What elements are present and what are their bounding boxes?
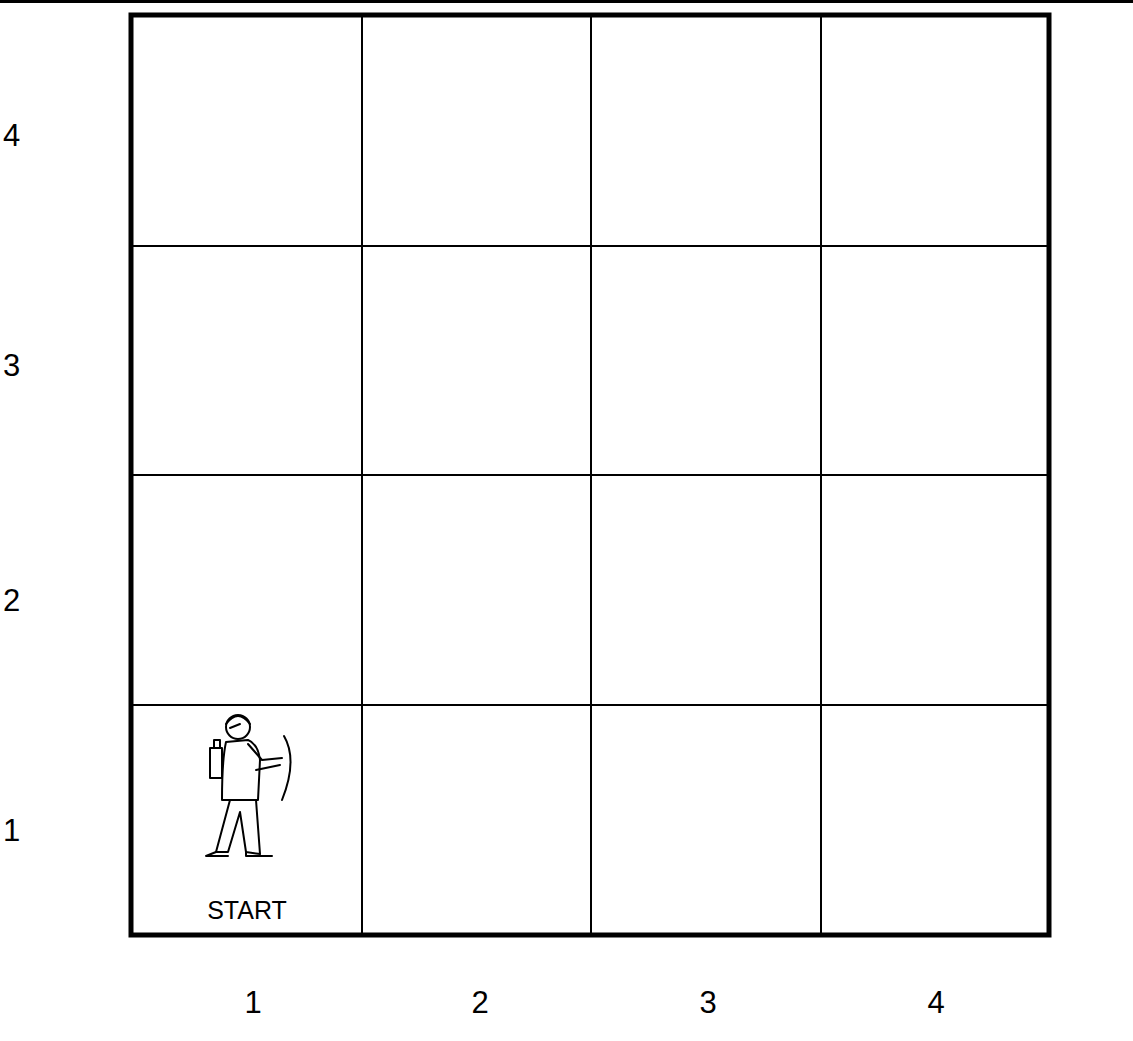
- column-number: 1: [244, 987, 261, 1018]
- top-edge-bar: [0, 0, 1133, 3]
- grid-border: [131, 15, 1049, 935]
- row-number: 2: [3, 585, 20, 616]
- start-label: START: [133, 898, 361, 923]
- row-number: 3: [3, 350, 20, 381]
- column-number: 3: [699, 987, 716, 1018]
- start-cell: START: [133, 707, 361, 933]
- row-number: 1: [3, 815, 20, 846]
- agent-figure: [206, 715, 291, 856]
- column-number: 2: [471, 987, 488, 1018]
- grid-lines: [131, 15, 1049, 935]
- column-number: 4: [927, 987, 944, 1018]
- row-number: 4: [3, 120, 20, 151]
